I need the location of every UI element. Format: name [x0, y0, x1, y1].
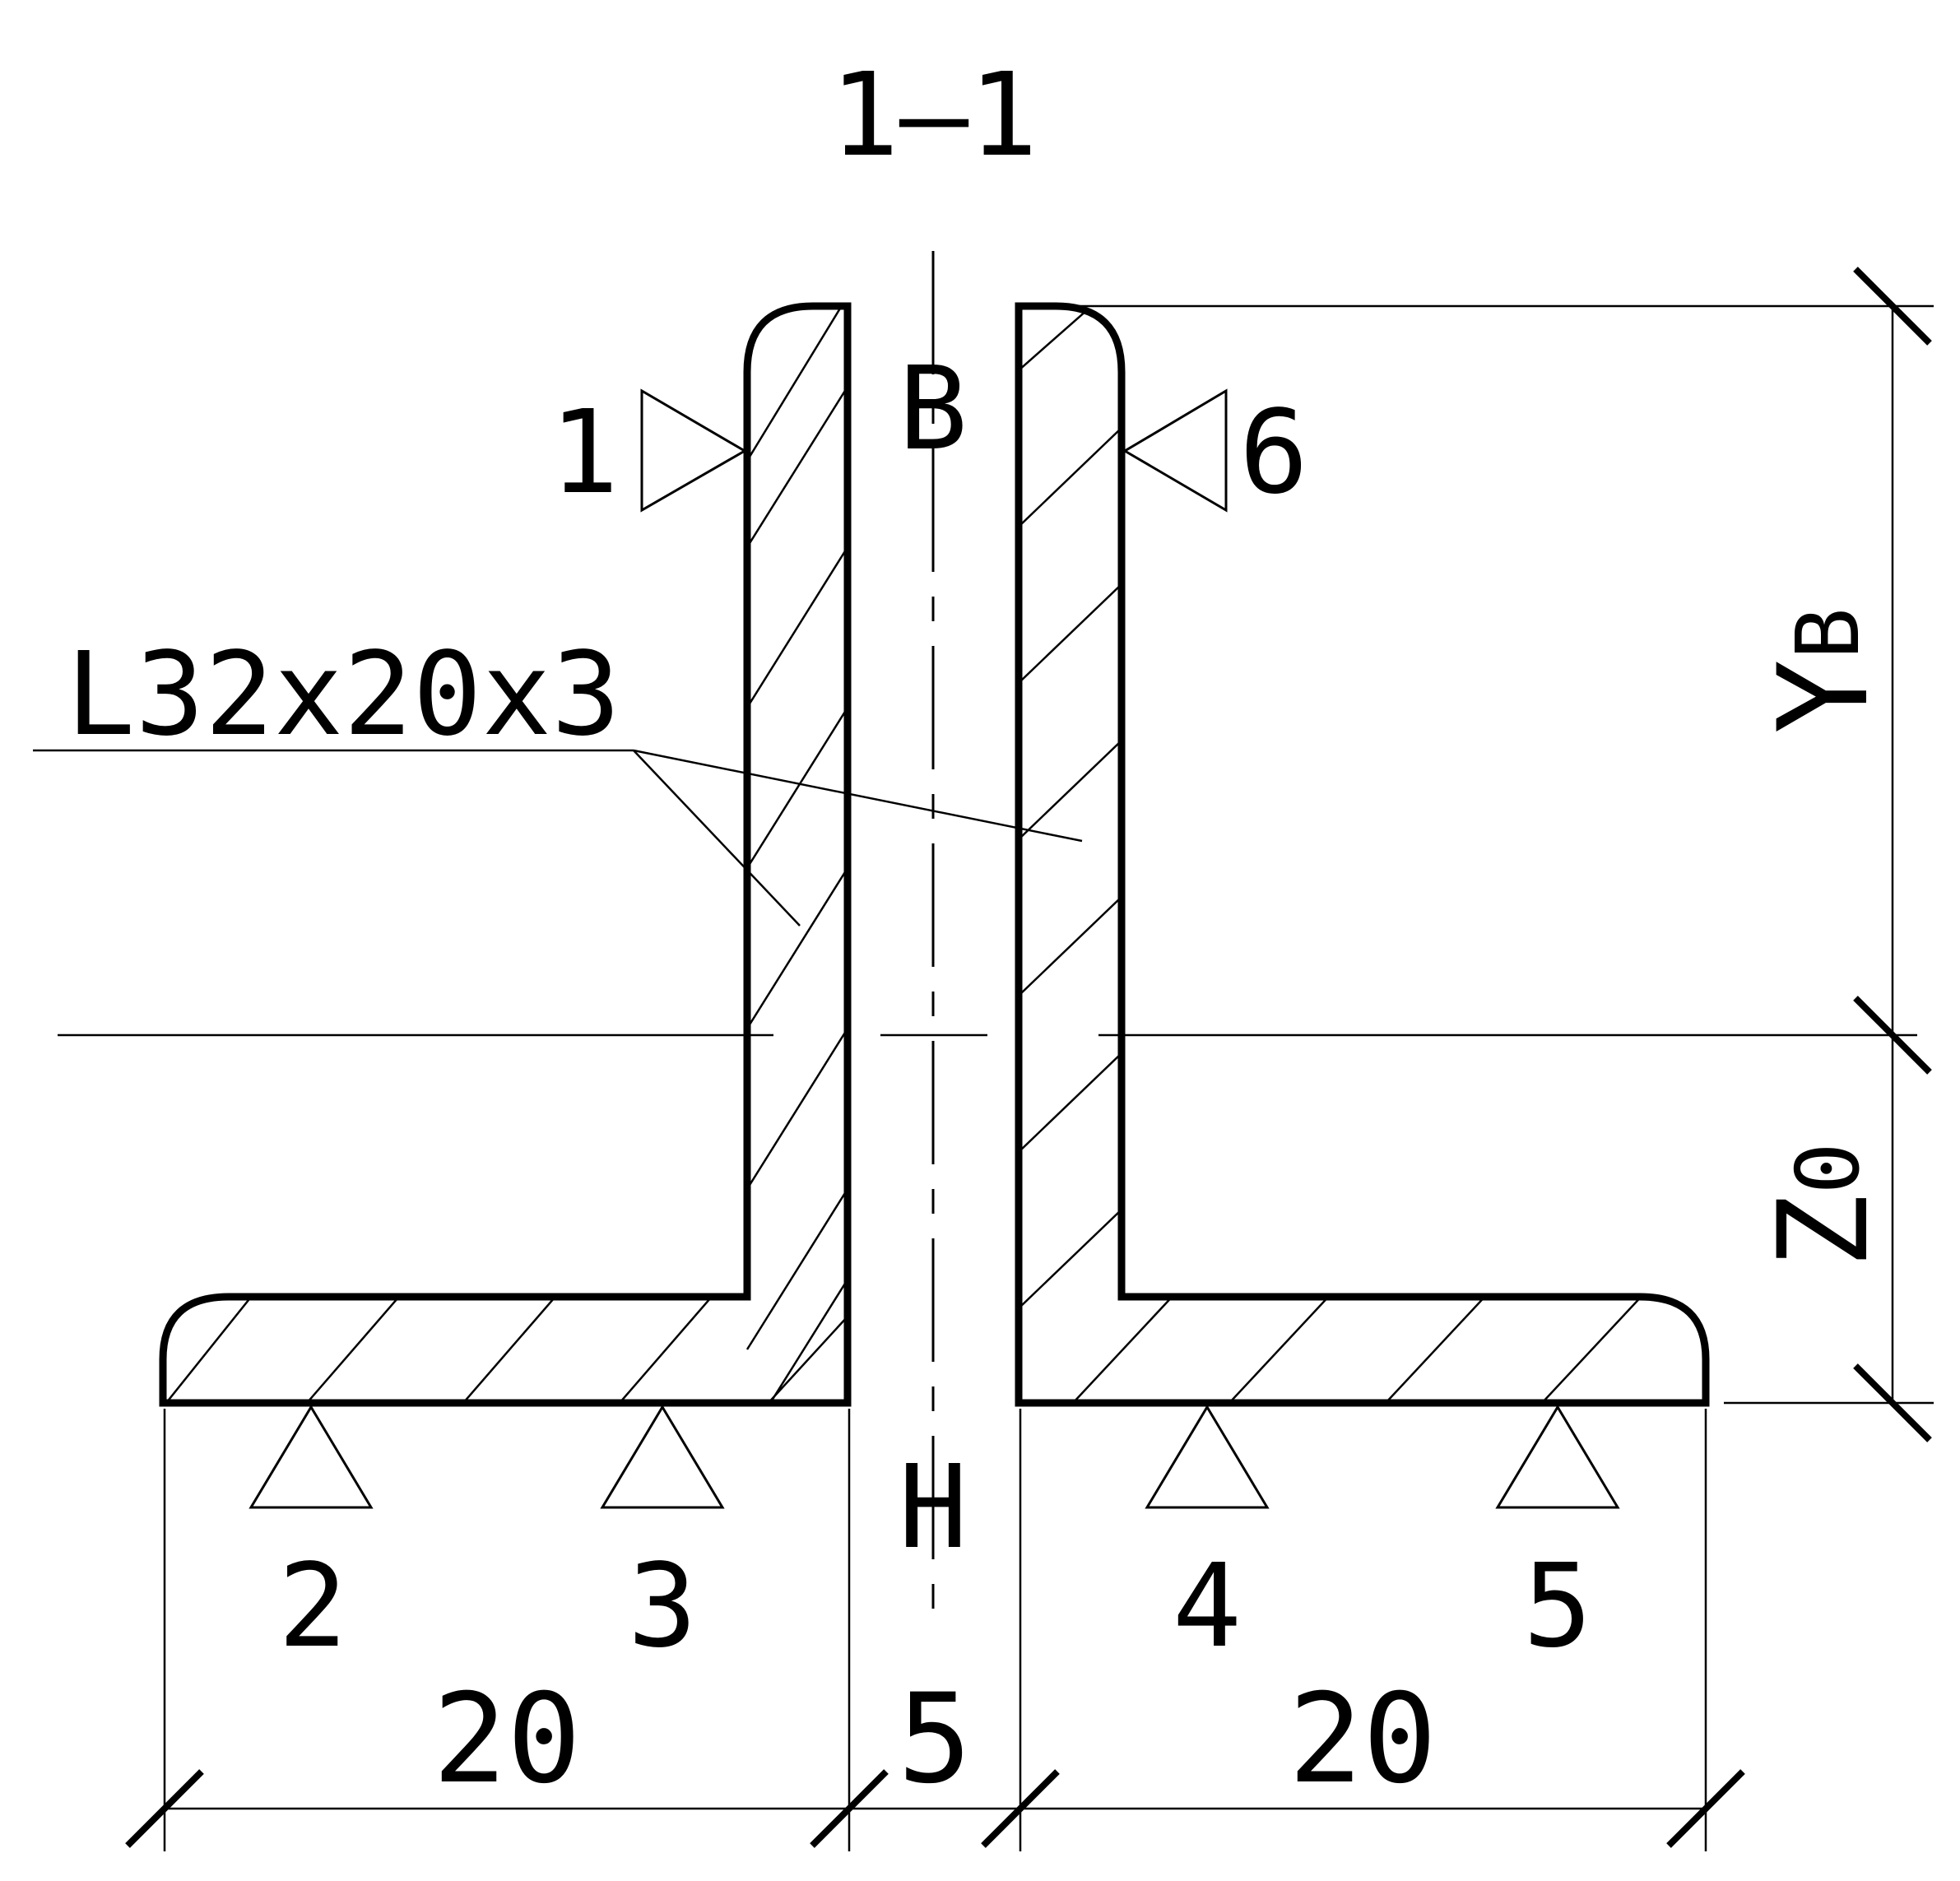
dim-tick-3 [981, 1769, 1060, 1848]
dim-tick-2 [810, 1769, 889, 1848]
profile-leader-left [633, 750, 801, 927]
dim-z0-main: Z [1753, 1194, 1896, 1268]
point-marker-4 [1145, 1405, 1270, 1509]
dim-yb-label: YВ [1753, 607, 1896, 734]
dim-tick-1 [125, 1769, 204, 1848]
dim-yb-sub: В [1778, 607, 1879, 659]
right-tick-mid [1853, 996, 1932, 1075]
point-label-6: 6 [1239, 386, 1308, 520]
profile-label: L32x20x3 [66, 628, 620, 762]
point-marker-2 [248, 1405, 374, 1509]
right-tick-top [1853, 267, 1932, 346]
dim-right-width: 20 [1289, 1668, 1437, 1811]
dim-yb-main: Y [1753, 659, 1896, 733]
left-angle-hatching [163, 306, 848, 1403]
right-angle-outline [1015, 302, 1710, 1407]
left-angle-outline [159, 302, 852, 1407]
axis-label-top: В [899, 342, 968, 476]
dim-gap: 5 [898, 1668, 972, 1811]
point-label-1: 1 [550, 386, 619, 520]
dim-tick-4 [1666, 1769, 1745, 1848]
point-marker-1 [640, 388, 747, 513]
point-marker-3 [600, 1405, 725, 1509]
point-label-2: 2 [278, 1540, 347, 1674]
axis-label-bottom: Н [899, 1441, 968, 1575]
point-label-3: 3 [628, 1540, 697, 1674]
right-tick-bottom [1853, 1363, 1932, 1442]
dim-z0-label: Z0 [1753, 1142, 1896, 1269]
right-angle-hatching [1019, 306, 1646, 1403]
point-label-5: 5 [1523, 1540, 1592, 1674]
section-title: 1–1 [830, 49, 1038, 183]
dim-z0-sub: 0 [1778, 1142, 1879, 1194]
point-marker-6 [1122, 388, 1228, 513]
point-marker-5 [1495, 1405, 1620, 1509]
dim-left-width: 20 [433, 1668, 582, 1811]
profile-leader-right [633, 749, 1083, 843]
point-label-4: 4 [1173, 1540, 1242, 1674]
